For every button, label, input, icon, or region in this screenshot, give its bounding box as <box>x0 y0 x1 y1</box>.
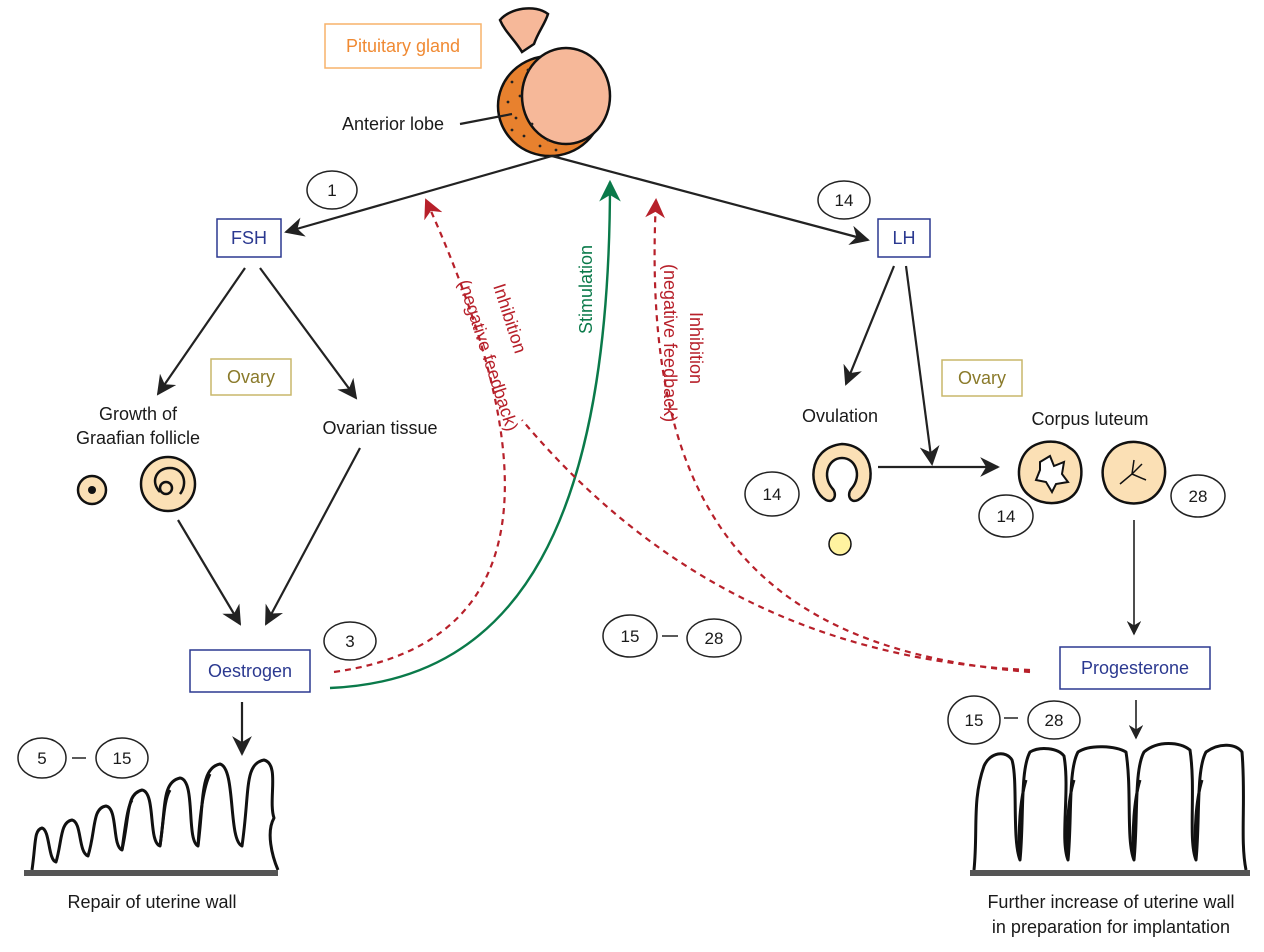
day-badge-corpus-late: 28 <box>1170 474 1226 518</box>
anterior-lobe-pointer <box>459 112 513 126</box>
day-badge-ovulation: 14 <box>744 471 800 517</box>
svg-text:28: 28 <box>705 629 724 648</box>
day-badge-corpus-early: 14 <box>978 494 1034 538</box>
lh-box: LH <box>877 218 931 258</box>
day-badge-fsh: 1 <box>306 170 358 210</box>
inhibition-arrow-progesterone-lh <box>645 198 1031 674</box>
stimulation-arrow <box>329 179 621 690</box>
svg-text:Ovary: Ovary <box>227 367 275 387</box>
oestrogen-box: Oestrogen <box>189 649 311 693</box>
uterine-wall-repair-icon <box>24 758 280 876</box>
further-increase-label-line2: in preparation for implantation <box>992 917 1230 937</box>
repair-label: Repair of uterine wall <box>67 892 236 912</box>
svg-text:5: 5 <box>37 749 46 768</box>
svg-text:Progesterone: Progesterone <box>1081 658 1189 678</box>
lh-to-corpus-luteum-arrow <box>904 265 940 466</box>
anterior-lobe-label: Anterior lobe <box>342 114 444 134</box>
progesterone-days-range: 15 28 <box>947 695 1081 745</box>
day-badge-lh: 14 <box>817 180 871 220</box>
ruptured-follicle-icon <box>812 442 872 503</box>
stimulation-label: Stimulation <box>576 245 596 334</box>
pituitary-gland-icon <box>496 7 612 158</box>
lh-to-ovulation-arrow <box>843 265 896 386</box>
svg-text:15: 15 <box>113 749 132 768</box>
fsh-box: FSH <box>216 218 282 258</box>
svg-text:28: 28 <box>1045 711 1064 730</box>
graafian-label-line1: Growth of <box>99 404 178 424</box>
inhibition-label-2: Inhibition (negative feedback) <box>660 264 706 422</box>
ovary-label-left: Ovary <box>210 358 292 396</box>
svg-text:LH: LH <box>892 228 915 248</box>
svg-text:14: 14 <box>835 191 854 210</box>
graafian-label-line2: Graafian follicle <box>76 428 200 448</box>
svg-text:28: 28 <box>1189 487 1208 506</box>
svg-text:Inhibition: Inhibition <box>686 312 706 384</box>
ovulation-label: Ovulation <box>802 406 878 426</box>
ovarian-tissue-to-oestrogen-arrow <box>265 447 361 626</box>
mid-days-range: 15 28 <box>602 614 742 658</box>
follicle-to-oestrogen-arrow <box>177 519 242 626</box>
svg-text:14: 14 <box>997 507 1016 526</box>
graafian-follicle-icon <box>139 455 197 513</box>
ovary-label-right: Ovary <box>941 359 1023 397</box>
inhibition-arrow-oestrogen <box>333 198 506 674</box>
ovum-icon <box>828 532 852 556</box>
svg-text:(negative feedback): (negative feedback) <box>660 264 680 422</box>
svg-text:Pituitary gland: Pituitary gland <box>346 36 460 56</box>
svg-text:3: 3 <box>345 632 354 651</box>
svg-text:Ovary: Ovary <box>958 368 1006 388</box>
svg-text:FSH: FSH <box>231 228 267 248</box>
svg-text:15: 15 <box>621 627 640 646</box>
pituitary-to-lh-arrow <box>551 154 870 245</box>
uterine-wall-implantation-icon <box>970 742 1250 876</box>
small-follicle-icon <box>76 474 108 506</box>
svg-text:15: 15 <box>965 711 984 730</box>
svg-text:Oestrogen: Oestrogen <box>208 661 292 681</box>
fsh-to-ovarian-tissue-arrow <box>259 267 358 400</box>
fsh-to-follicle-arrow <box>156 267 246 396</box>
inhibition-arrow-progesterone-fsh <box>521 419 1031 672</box>
svg-text:14: 14 <box>763 485 782 504</box>
ovarian-tissue-label: Ovarian tissue <box>322 418 437 438</box>
further-increase-label-line1: Further increase of uterine wall <box>987 892 1234 912</box>
corpus-luteum-early-icon <box>1017 440 1083 505</box>
corpus-luteum-label: Corpus luteum <box>1031 409 1148 429</box>
svg-text:1: 1 <box>327 181 336 200</box>
progesterone-box: Progesterone <box>1059 646 1211 690</box>
pituitary-gland-label: Pituitary gland <box>324 23 482 69</box>
day-badge-oestrogen-feedback: 3 <box>323 621 377 661</box>
repair-days-range: 5 15 <box>17 737 149 779</box>
inhibition-label-1: Inhibition (negative feedback) <box>454 277 530 434</box>
pituitary-to-fsh-arrow <box>284 154 553 237</box>
corpus-luteum-late-icon <box>1101 440 1167 505</box>
